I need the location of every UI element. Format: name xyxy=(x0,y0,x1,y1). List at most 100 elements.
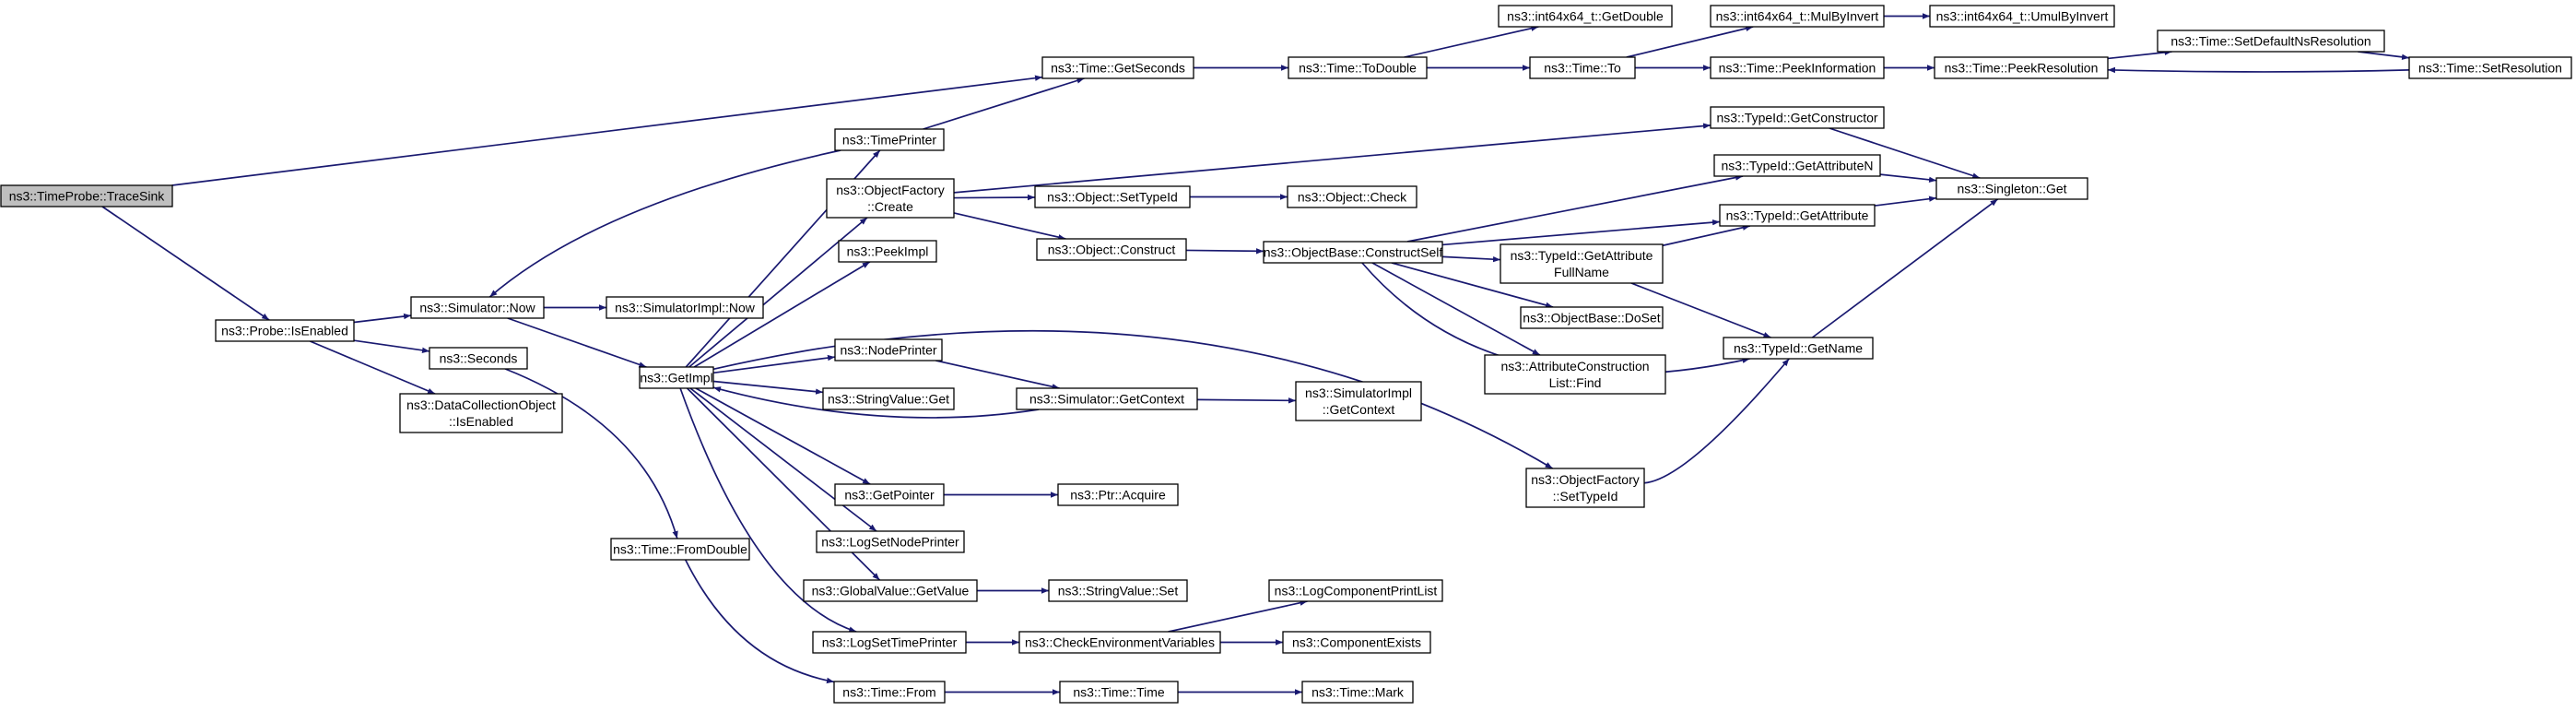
node-label: ns3::TypeId::GetAttribute xyxy=(1726,208,1869,223)
node-CheckEnvVars[interactable]: ns3::CheckEnvironmentVariables xyxy=(1018,631,1221,654)
node-ObjectConstruct[interactable]: ns3::Object::Construct xyxy=(1036,238,1187,261)
node-label: ns3::ObjectFactory xyxy=(836,183,945,197)
node-LogSetTimePrinter[interactable]: ns3::LogSetTimePrinter xyxy=(812,631,967,654)
node-ObjectSetTypeId[interactable]: ns3::Object::SetTypeId xyxy=(1034,185,1191,208)
node-box xyxy=(215,319,355,342)
node-box xyxy=(834,128,945,151)
node-TimeFrom[interactable]: ns3::Time::From xyxy=(833,681,946,704)
edge-TimePeekResolution-to-TimeSetDefaultNsResolution xyxy=(2107,49,2172,60)
edge-TypeIdGetAttributeN-to-SingletonGet xyxy=(1879,173,1937,184)
node-LogComponentPrintList[interactable]: ns3::LogComponentPrintList xyxy=(1268,579,1443,602)
node-NodePrinter[interactable]: ns3::NodePrinter xyxy=(834,338,943,361)
node-box xyxy=(834,483,945,506)
node-TimeTo[interactable]: ns3::Time::To xyxy=(1529,56,1636,79)
node-box xyxy=(822,387,955,410)
node-box xyxy=(803,579,978,602)
node-TimeSetDefaultNsResolution[interactable]: ns3::Time::SetDefaultNsResolution xyxy=(2157,30,2385,53)
edge-GetImpl-to-LogSetNodePrinter xyxy=(689,387,877,532)
node-ObjectBaseDoSet[interactable]: ns3::ObjectBase::DoSet xyxy=(1520,306,1664,329)
node-box xyxy=(1048,579,1188,602)
node-box xyxy=(1500,243,1664,284)
node-box xyxy=(834,338,943,361)
node-DCOIsEnabled[interactable]: ns3::DataCollectionObject::IsEnabled xyxy=(399,393,563,433)
node-label: ns3::LogComponentPrintList xyxy=(1275,584,1438,598)
node-TimePeekInformation[interactable]: ns3::Time::PeekInformation xyxy=(1710,56,1885,79)
node-box xyxy=(1295,381,1422,421)
node-PtrAcquire[interactable]: ns3::Ptr::Acquire xyxy=(1057,483,1179,506)
node-ObjectBaseConstructSelf[interactable]: ns3::ObjectBase::ConstructSelf xyxy=(1263,241,1443,264)
node-label: ns3::TimeProbe::TraceSink xyxy=(9,189,166,204)
node-ObjFactorySetTypeId[interactable]: ns3::ObjectFactory::SetTypeId xyxy=(1525,468,1645,508)
node-label: ns3::Object::SetTypeId xyxy=(1047,190,1178,205)
node-label: ::IsEnabled xyxy=(449,414,513,429)
node-LogSetNodePrinter[interactable]: ns3::LogSetNodePrinter xyxy=(816,530,965,553)
node-TimeToDouble[interactable]: ns3::Time::ToDouble xyxy=(1288,56,1428,79)
edge-ProbeIsEnabled-to-Seconds xyxy=(353,339,430,353)
node-SimImplNow[interactable]: ns3::SimulatorImpl::Now xyxy=(606,296,764,319)
node-box xyxy=(1018,631,1221,654)
node-ComponentExists[interactable]: ns3::ComponentExists xyxy=(1282,631,1431,654)
node-PeekImpl[interactable]: ns3::PeekImpl xyxy=(838,240,937,263)
node-GetImpl[interactable]: ns3::GetImpl xyxy=(639,366,714,389)
edge-Seconds-to-TimeFromDouble xyxy=(504,368,678,539)
node-Int64UmulByInvert[interactable]: ns3::int64x64_t::UmulByInvert xyxy=(1929,5,2115,28)
node-TimePeekResolution[interactable]: ns3::Time::PeekResolution xyxy=(1934,56,2109,79)
node-TypeIdGetAttribute[interactable]: ns3::TypeId::GetAttribute xyxy=(1719,204,1876,227)
edge-ObjectBaseConstructSelf-to-AttrConstructionListFind xyxy=(1371,262,1541,356)
node-TimeGetSeconds[interactable]: ns3::Time::GetSeconds xyxy=(1041,56,1194,79)
edge-NodePrinter-to-SimGetContext xyxy=(935,360,1060,390)
node-box xyxy=(610,538,750,561)
node-ObjectCheck[interactable]: ns3::Object::Check xyxy=(1287,185,1417,208)
node-box xyxy=(1282,631,1431,654)
node-StringValueGet[interactable]: ns3::StringValue::Get xyxy=(822,387,955,410)
node-ProbeIsEnabled[interactable]: ns3::Probe::IsEnabled xyxy=(215,319,355,342)
edge-ProbeIsEnabled-to-SimNow xyxy=(353,313,412,324)
node-box xyxy=(429,347,528,370)
node-TypeIdGetConstructor[interactable]: ns3::TypeId::GetConstructor xyxy=(1710,106,1885,129)
node-box xyxy=(0,184,173,207)
node-SimNow[interactable]: ns3::Simulator::Now xyxy=(410,296,545,319)
node-label: ns3::Time::FromDouble xyxy=(613,542,747,557)
node-GlobalValueGetValue[interactable]: ns3::GlobalValue::GetValue xyxy=(803,579,978,602)
edge-TypeIdGetConstructor-to-SingletonGet xyxy=(1829,127,1981,179)
node-TimePrinter[interactable]: ns3::TimePrinter xyxy=(834,128,945,151)
edge-TypeIdGetAttributeFullName-to-TypeIdGetAttribute xyxy=(1662,224,1750,247)
node-SimGetContext[interactable]: ns3::Simulator::GetContext xyxy=(1016,387,1198,410)
node-GetPointer[interactable]: ns3::GetPointer xyxy=(834,483,945,506)
node-Seconds[interactable]: ns3::Seconds xyxy=(429,347,528,370)
node-box xyxy=(1710,56,1885,79)
node-SingletonGet[interactable]: ns3::Singleton::Get xyxy=(1935,177,2088,200)
node-TypeIdGetName[interactable]: ns3::TypeId::GetName xyxy=(1723,337,1874,360)
node-box xyxy=(2157,30,2385,53)
edge-ObjectBaseConstructSelf-to-TypeIdGetAttribute xyxy=(1441,219,1721,246)
node-Int64MulByInvert[interactable]: ns3::int64x64_t::MulByInvert xyxy=(1710,5,1885,28)
edge-TraceSink-to-TimeGetSeconds xyxy=(171,75,1043,186)
node-label: ns3::Singleton::Get xyxy=(1957,182,2066,196)
node-box xyxy=(1268,579,1443,602)
node-TimeTime[interactable]: ns3::Time::Time xyxy=(1059,681,1179,704)
node-label: ns3::GetPointer xyxy=(844,488,935,503)
node-label: ns3::AttributeConstruction xyxy=(1500,359,1649,373)
node-box xyxy=(1929,5,2115,28)
node-box xyxy=(1263,241,1443,264)
node-box xyxy=(1036,238,1187,261)
nodes-layer: ns3::TimeProbe::TraceSinkns3::Probe::IsE… xyxy=(0,5,2572,704)
node-box xyxy=(606,296,764,319)
node-box xyxy=(1934,56,2109,79)
node-box xyxy=(1710,5,1885,28)
node-TimeSetResolution[interactable]: ns3::Time::SetResolution xyxy=(2408,56,2572,79)
node-ObjFactoryCreate[interactable]: ns3::ObjectFactory::Create xyxy=(826,178,955,219)
node-TimeMark[interactable]: ns3::Time::Mark xyxy=(1301,681,1414,704)
node-TraceSink: ns3::TimeProbe::TraceSink xyxy=(0,184,173,207)
node-TypeIdGetAttributeN[interactable]: ns3::TypeId::GetAttributeN xyxy=(1713,154,1881,177)
node-Int64GetDouble[interactable]: ns3::int64x64_t::GetDouble xyxy=(1498,5,1673,28)
edge-TraceSink-to-ProbeIsEnabled xyxy=(101,206,270,321)
node-label: ns3::PeekImpl xyxy=(847,244,929,259)
node-box xyxy=(1520,306,1664,329)
node-TimeFromDouble[interactable]: ns3::Time::FromDouble xyxy=(610,538,750,561)
node-SimImplGetContext[interactable]: ns3::SimulatorImpl::GetContext xyxy=(1295,381,1422,421)
node-StringValueSet[interactable]: ns3::StringValue::Set xyxy=(1048,579,1188,602)
